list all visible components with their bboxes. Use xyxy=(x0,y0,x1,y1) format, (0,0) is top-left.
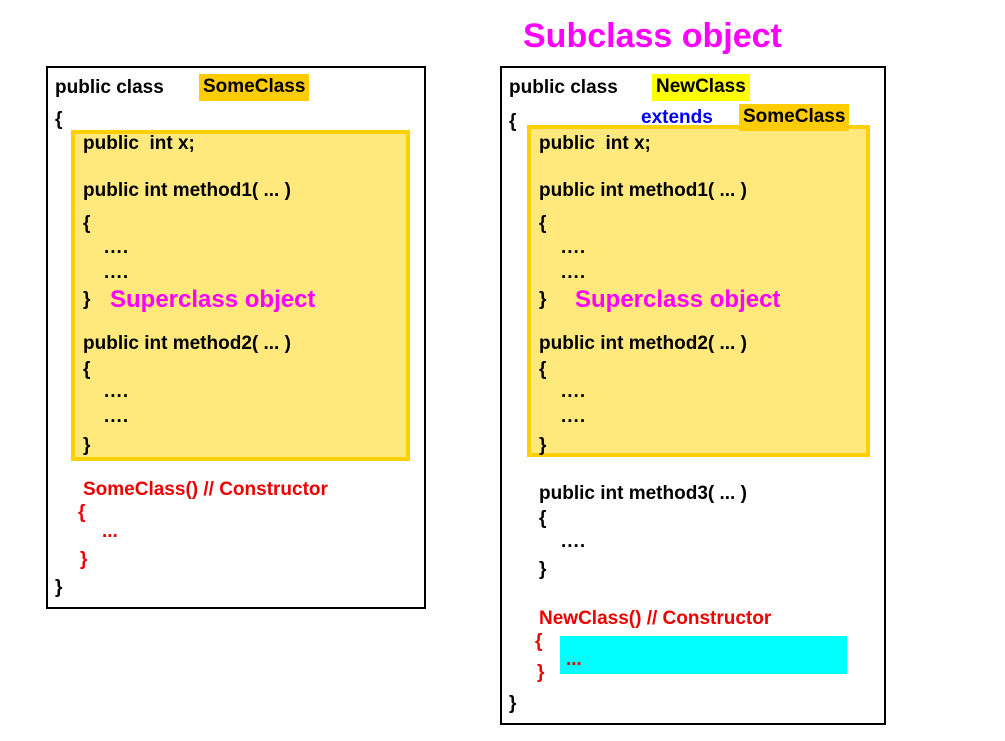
subclass-superclass-name-highlight: SomeClass xyxy=(739,104,850,131)
subclass-inherited-line-7: { xyxy=(539,359,547,380)
subclass-inherited-line-2: { xyxy=(539,213,547,234)
subclass-inherited-line-5: } xyxy=(539,289,547,310)
subclass-inherited-line-10: } xyxy=(539,435,547,456)
superclass-close-brace: } xyxy=(55,577,63,598)
subclass-method3-open-brace: { xyxy=(539,508,547,529)
subclass-method3-close-brace: } xyxy=(539,559,547,580)
subclass-inherited-line-3: .... xyxy=(561,237,587,258)
superclass-inherited-line-2: { xyxy=(83,213,91,234)
subclass-constructor-close-brace: } xyxy=(537,662,545,683)
superclass-inherited-line-10: } xyxy=(83,435,91,456)
superclass-inherited-line-6: public int method2( ... ) xyxy=(83,333,291,354)
subclass-inherited-line-1: public int method1( ... ) xyxy=(539,180,747,201)
superclass-constructor-body: ... xyxy=(102,521,118,542)
superclass-inherited-line-4: .... xyxy=(104,262,130,283)
subclass-method3-body: .... xyxy=(561,531,587,552)
superclass-inherited-line-1: public int method1( ... ) xyxy=(83,180,291,201)
superclass-constructor-close-brace: } xyxy=(80,549,88,570)
subclass-constructor-body: ... xyxy=(566,649,582,670)
superclass-open-brace: { xyxy=(55,109,63,130)
subclass-constructor-body-highlight xyxy=(560,636,847,674)
subclass-inherited-line-0: public int x; xyxy=(539,133,651,154)
subclass-inherited-line-4: .... xyxy=(561,262,587,283)
subclass-open-brace: { xyxy=(509,111,517,132)
subclass-annotation-label: Superclass object xyxy=(575,286,781,313)
superclass-inherited-line-3: .... xyxy=(104,237,130,258)
superclass-inherited-line-0: public int x; xyxy=(83,133,195,154)
superclass-annotation-label: Superclass object xyxy=(110,286,316,313)
subclass-inherited-line-9: .... xyxy=(561,406,587,427)
superclass-constructor-signature: SomeClass() // Constructor xyxy=(83,479,328,500)
superclass-constructor-open-brace: { xyxy=(78,502,86,523)
subclass-method3-signature: public int method3( ... ) xyxy=(539,483,747,504)
page-title: Subclass object xyxy=(523,17,782,55)
subclass-header-prefix: public class xyxy=(509,77,624,98)
subclass-inherited-line-6: public int method2( ... ) xyxy=(539,333,747,354)
subclass-constructor-signature: NewClass() // Constructor xyxy=(539,608,772,629)
subclass-inherited-line-8: .... xyxy=(561,381,587,402)
superclass-inherited-line-5: } xyxy=(83,289,91,310)
superclass-name-highlight: SomeClass xyxy=(199,74,310,101)
superclass-header-prefix: public class xyxy=(55,77,170,98)
subclass-extends-keyword: extends xyxy=(641,107,713,128)
subclass-constructor-open-brace: { xyxy=(535,631,543,652)
subclass-name-highlight: NewClass xyxy=(652,74,750,101)
superclass-inherited-region xyxy=(71,130,410,461)
superclass-inherited-line-8: .... xyxy=(104,381,130,402)
superclass-inherited-line-7: { xyxy=(83,359,91,380)
superclass-inherited-line-9: .... xyxy=(104,406,130,427)
subclass-inherited-region xyxy=(527,125,870,457)
subclass-close-brace: } xyxy=(509,693,517,714)
